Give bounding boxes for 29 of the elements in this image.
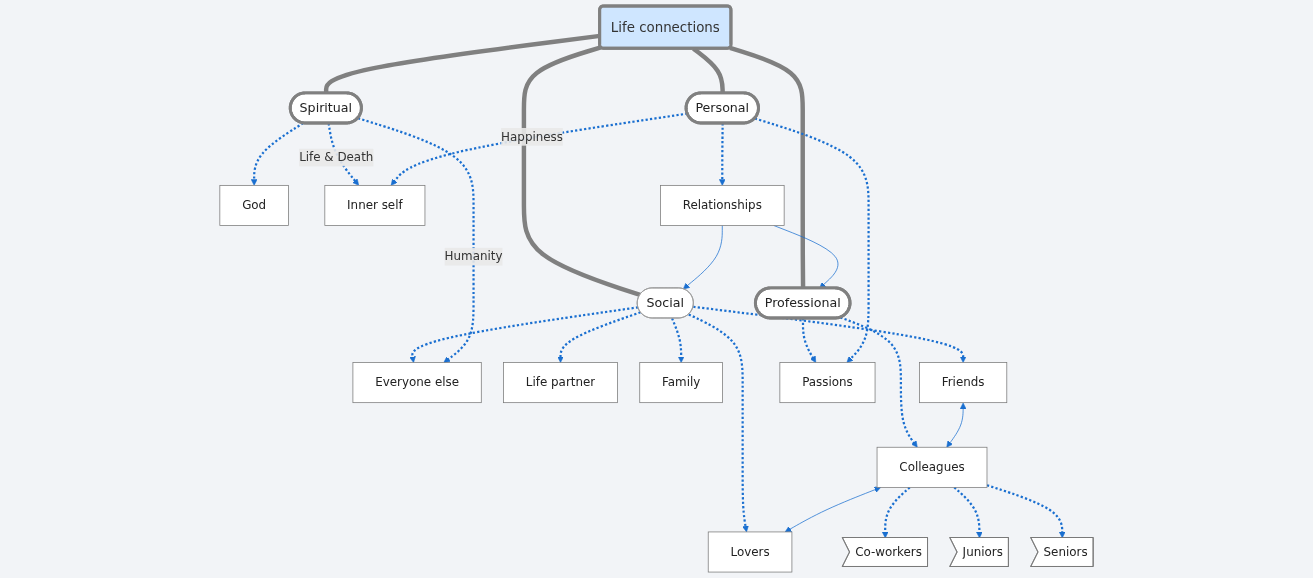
- arrow: [801, 318, 817, 363]
- arrow: [250, 122, 304, 186]
- arrow: [953, 486, 983, 539]
- arrow: [409, 306, 639, 363]
- arrow: [327, 123, 359, 186]
- node-box: Life partner: [503, 362, 618, 404]
- node-box: Passions: [779, 362, 876, 404]
- connector: [521, 45, 641, 298]
- arrow: [719, 123, 726, 186]
- node-box: Colleagues: [876, 446, 988, 488]
- edge-label: Humanity: [444, 249, 503, 264]
- node-box: Everyone else: [352, 362, 482, 404]
- node-box: Friends: [919, 362, 1008, 404]
- node-box: God: [219, 185, 289, 226]
- arrow: [357, 117, 475, 363]
- arrow: [986, 484, 1066, 539]
- arrow: [693, 305, 967, 363]
- arrow: [671, 317, 685, 363]
- edge-label: Life & Death: [299, 150, 374, 165]
- node-box: Relationships: [660, 185, 785, 226]
- arrow: [754, 117, 870, 363]
- arrow: [557, 311, 641, 363]
- arrow: [688, 313, 749, 533]
- node-box: Lovers: [707, 531, 793, 573]
- node-box: Inner self: [324, 185, 426, 226]
- arrow: [839, 316, 918, 448]
- arrow: [881, 486, 911, 539]
- node-box: Family: [639, 362, 723, 404]
- edge-label: Happiness: [501, 129, 563, 144]
